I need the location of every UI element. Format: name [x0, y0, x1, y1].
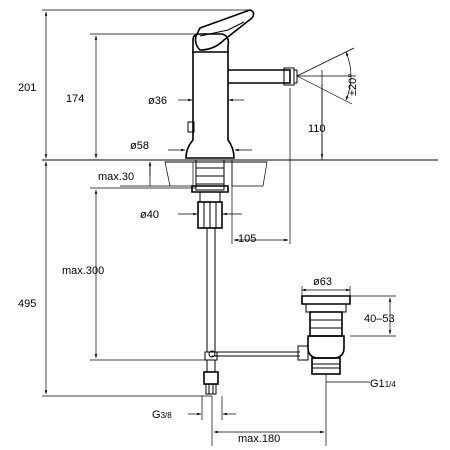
dimension-labels: 201 174 ø36 ø58 110 ±20° max.30 ø40 105 … [18, 73, 396, 445]
dim-waste-thread-fraction: 1/4 [385, 380, 397, 389]
mounting-shank [191, 159, 229, 229]
dim-waste-thread: G11/4 [370, 378, 396, 390]
dim-waste-diameter: ø63 [313, 276, 332, 288]
dim-shank-offset: 105 [238, 233, 256, 245]
body-column [185, 52, 235, 159]
popup-waste [297, 295, 351, 375]
dimension-lines [44, 11, 392, 434]
dim-shank-diameter: ø40 [140, 209, 159, 221]
dim-body-diameter: ø36 [148, 95, 167, 107]
dim-max-rod-length: max.180 [238, 433, 280, 445]
dim-max-counter-thickness: max.30 [98, 171, 134, 183]
braided-hose [203, 227, 219, 395]
dim-spray-angle: ±20° [347, 73, 359, 96]
spray-cone [296, 47, 356, 105]
dim-spout-height: 174 [66, 93, 84, 105]
popup-linkage-rod [208, 350, 300, 358]
dim-max-hose-length: max.300 [62, 265, 104, 277]
dim-base-diameter: ø58 [130, 140, 149, 152]
dim-waste-range: 40–53 [364, 313, 395, 325]
spray-spout [228, 69, 291, 84]
dim-total-height-upper: 201 [18, 82, 36, 94]
dim-total-height-lower: 495 [18, 298, 36, 310]
hose-connector [203, 371, 219, 385]
popup-rod-knob [187, 121, 195, 133]
dim-spout-reach: 110 [308, 123, 326, 135]
faucet-body [185, 9, 298, 159]
lever-handle [194, 9, 255, 51]
dim-inlet-thread-fraction: 3/8 [161, 411, 173, 420]
dim-inlet-thread: G3/8 [152, 409, 172, 421]
